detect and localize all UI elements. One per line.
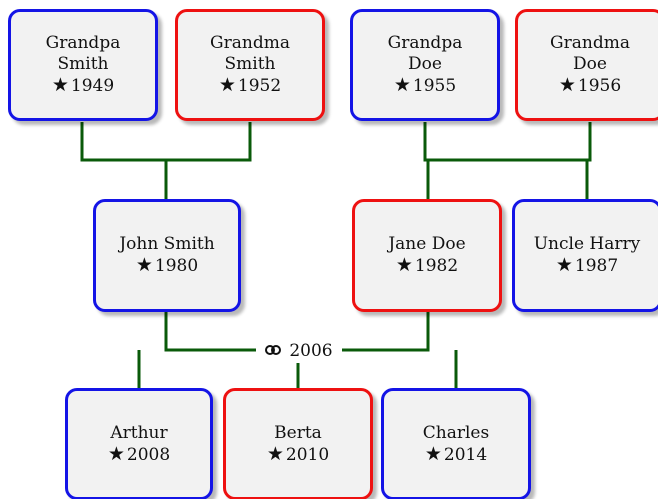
birth-year: 1949	[70, 76, 115, 96]
person-charles: Charles ★2014	[381, 388, 531, 499]
birth-star-icon: ★	[558, 74, 576, 96]
birth-year: 1982	[414, 256, 459, 276]
person-grandma-smith: Grandma Smith ★1952	[175, 9, 325, 121]
birth-year: 2014	[443, 444, 488, 465]
birth-year: 1956	[577, 76, 622, 96]
birth-star-icon: ★	[555, 254, 573, 276]
person-grandpa-smith: Grandpa Smith ★1949	[8, 9, 158, 121]
person-name-line1: Grandpa	[45, 33, 121, 53]
birth-line: ★2008	[107, 442, 171, 466]
birth-line: ★1956	[559, 75, 621, 97]
birth-line: ★1987	[556, 255, 618, 277]
person-name: Charles	[422, 422, 490, 443]
person-name: Uncle Harry	[533, 234, 641, 254]
birth-line: ★1955	[394, 75, 456, 97]
birth-year: 2010	[285, 444, 330, 465]
birth-line: ★1982	[396, 255, 458, 277]
birth-year: 1955	[412, 76, 457, 96]
smith-parents-connector	[80, 122, 252, 200]
person-name-line1: Grandma	[210, 33, 290, 53]
birth-star-icon: ★	[107, 442, 125, 465]
person-grandma-doe: Grandma Doe ★1956	[515, 9, 658, 121]
person-name-line2: Smith	[224, 54, 276, 74]
person-name: Berta	[274, 422, 322, 443]
person-name-line1: Grandpa	[387, 33, 463, 53]
person-name: Jane Doe	[388, 234, 466, 254]
person-jane-doe: Jane Doe ★1982	[352, 199, 502, 312]
birth-star-icon: ★	[51, 74, 69, 96]
person-uncle-harry: Uncle Harry ★1987	[512, 199, 658, 312]
birth-line: ★1980	[136, 255, 198, 277]
birth-line: ★2014	[424, 442, 488, 466]
person-name-line1: Grandma	[550, 33, 630, 53]
person-berta: Berta ★2010	[223, 388, 373, 499]
person-john-smith: John Smith ★1980	[93, 199, 241, 312]
birth-line: ★1949	[52, 75, 114, 97]
birth-year: 1980	[154, 256, 199, 276]
birth-year: 2008	[126, 444, 171, 465]
birth-star-icon: ★	[218, 74, 236, 96]
birth-star-icon: ★	[424, 442, 442, 465]
birth-star-icon: ★	[135, 254, 153, 276]
birth-line: ★2010	[266, 442, 330, 466]
birth-star-icon: ★	[395, 254, 413, 276]
birth-star-icon: ★	[393, 74, 411, 96]
birth-star-icon: ★	[266, 442, 284, 465]
person-name-line2: Doe	[408, 54, 442, 74]
person-name: Arthur	[110, 422, 168, 443]
marriage-label: 2006	[256, 339, 342, 363]
birth-year: 1987	[574, 256, 619, 276]
person-arthur: Arthur ★2008	[65, 388, 213, 499]
person-name-line2: Doe	[573, 54, 607, 74]
person-name: John Smith	[119, 234, 215, 254]
marriage-year: 2006	[289, 341, 333, 361]
wedding-rings-icon	[265, 345, 283, 357]
person-grandpa-doe: Grandpa Doe ★1955	[350, 9, 500, 121]
person-name-line2: Smith	[57, 54, 109, 74]
birth-year: 1952	[237, 76, 282, 96]
doe-parents-connector	[423, 122, 592, 200]
birth-line: ★1952	[219, 75, 281, 97]
